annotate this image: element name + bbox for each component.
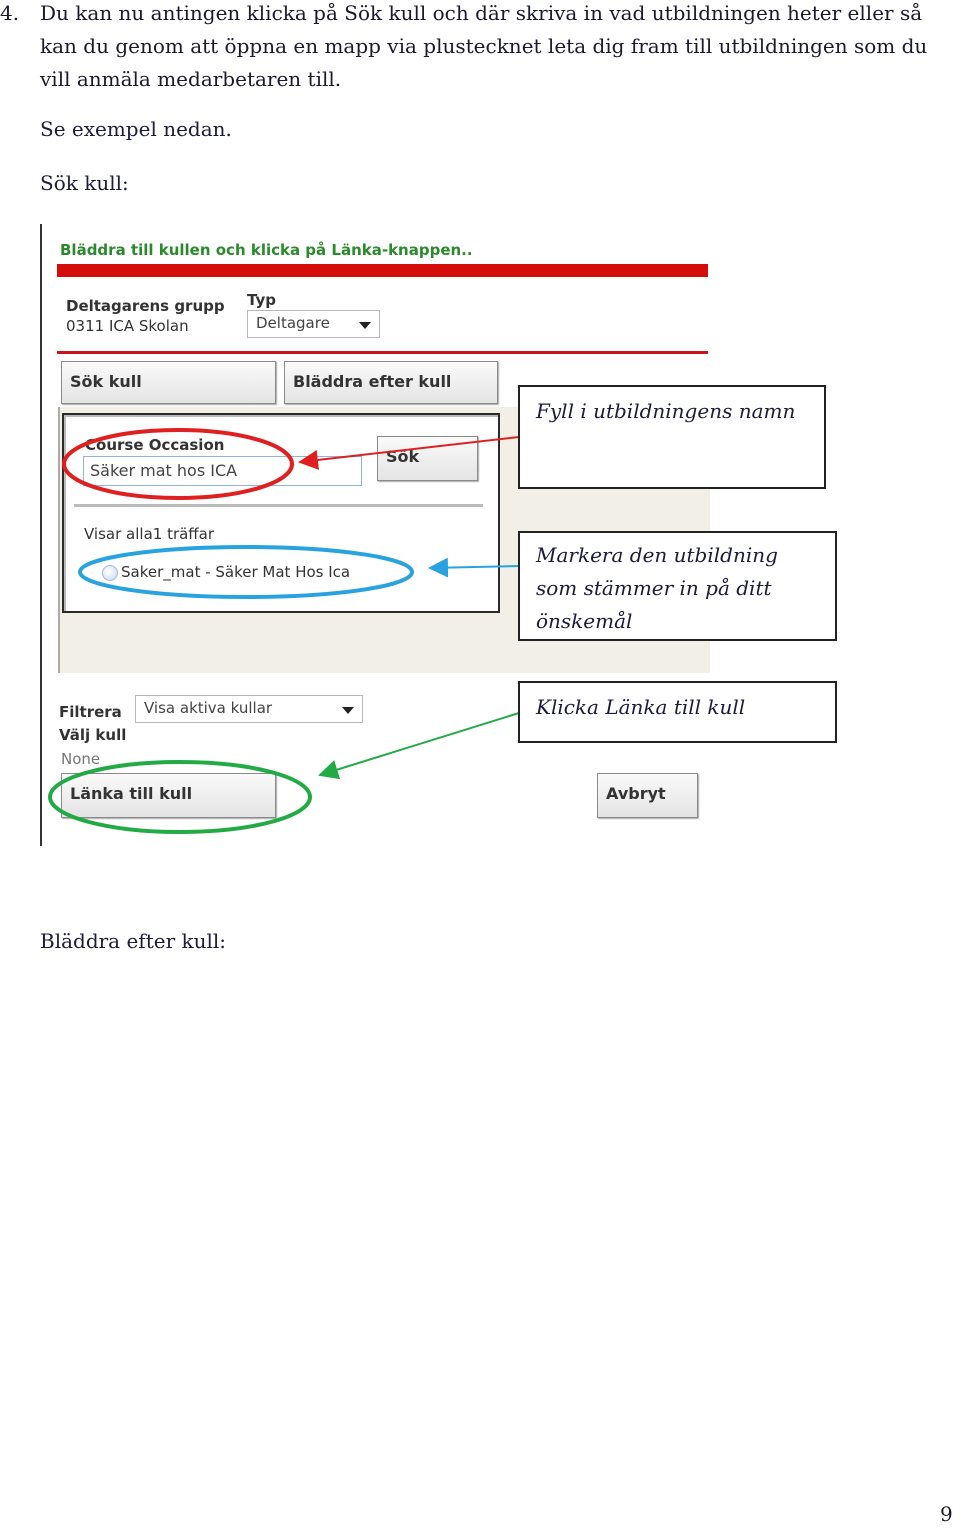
filter-select-value: Visa aktiva kullar bbox=[144, 699, 273, 717]
cancel-button[interactable]: Avbryt bbox=[597, 773, 698, 818]
course-input[interactable]: Säker mat hos ICA bbox=[83, 456, 362, 486]
instruction-text: Du kan nu antingen klicka på Sök kull oc… bbox=[40, 1, 928, 91]
filter-label: Filtrera bbox=[59, 703, 122, 721]
link-course-button[interactable]: Länka till kull bbox=[61, 773, 276, 818]
blue-arrow bbox=[428, 557, 520, 578]
group-label: Deltagarens grupp bbox=[66, 297, 225, 315]
filter-select[interactable]: Visa aktiva kullar bbox=[135, 695, 363, 723]
callout-mark-course: Markera den utbildning som stämmer in på… bbox=[518, 531, 837, 641]
screenshot-border bbox=[40, 224, 42, 846]
chevron-down-icon bbox=[359, 322, 371, 329]
chevron-down-icon bbox=[342, 707, 354, 714]
divider bbox=[57, 351, 708, 354]
browse-heading: Bläddra efter kull: bbox=[40, 929, 227, 953]
type-select[interactable]: Deltagare bbox=[247, 310, 380, 338]
tab-browse[interactable]: Bläddra efter kull bbox=[284, 361, 498, 404]
red-highlight-ellipse bbox=[62, 428, 294, 500]
group-value: 0311 ICA Skolan bbox=[66, 317, 189, 335]
results-count: Visar alla1 träffar bbox=[84, 525, 215, 543]
red-arrow bbox=[298, 436, 520, 470]
callout-click-link: Klicka Länka till kull bbox=[518, 681, 837, 743]
green-highlight-ellipse bbox=[48, 760, 312, 834]
blue-highlight-ellipse bbox=[78, 545, 414, 599]
course-label: Course Occasion bbox=[85, 436, 225, 454]
green-arrow bbox=[318, 712, 520, 780]
callout-fill-name: Fyll i utbildningens namn bbox=[518, 385, 826, 489]
example-text: Se exempel nedan. bbox=[40, 117, 232, 141]
step-number: 4. bbox=[0, 1, 20, 25]
title-bar bbox=[57, 264, 708, 277]
select-course-label: Välj kull bbox=[59, 726, 127, 744]
tab-search[interactable]: Sök kull bbox=[61, 361, 276, 404]
separator bbox=[74, 504, 483, 507]
search-heading: Sök kull: bbox=[40, 171, 129, 195]
result-item[interactable]: Saker_mat - Säker Mat Hos Ica bbox=[121, 563, 351, 581]
page-number: 9 bbox=[940, 1502, 953, 1526]
result-radio[interactable] bbox=[102, 565, 118, 581]
dialog-title: Bläddra till kullen och klicka på Länka-… bbox=[60, 241, 473, 259]
type-label: Typ bbox=[247, 291, 276, 309]
selected-course-value: None bbox=[61, 750, 101, 768]
type-select-value: Deltagare bbox=[256, 314, 330, 332]
